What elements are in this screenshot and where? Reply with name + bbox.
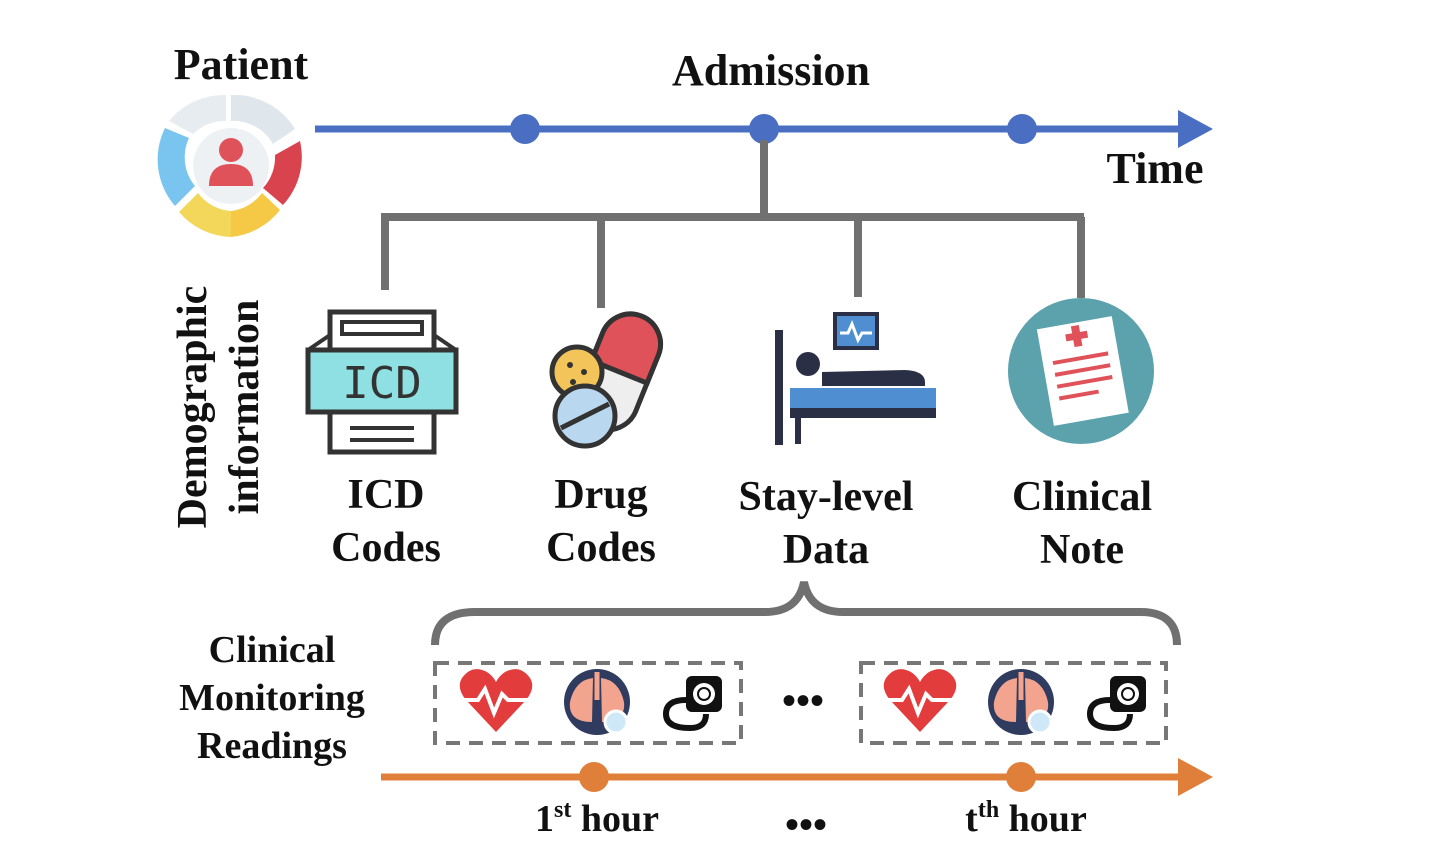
tree-connector	[381, 140, 1085, 308]
heart-rate-icon	[459, 669, 533, 732]
pills-icon	[549, 311, 663, 449]
reading-group-t-hour	[859, 661, 1168, 745]
stay-level-label-line1: Stay-level	[739, 474, 914, 520]
blood-pressure-icon	[1086, 676, 1146, 732]
clinical-note-icon	[1008, 298, 1154, 444]
timeline-point-admission	[749, 114, 779, 144]
heart-rate-icon	[883, 669, 957, 732]
hospital-bed-icon	[775, 312, 936, 445]
patient-label: Patient	[174, 40, 309, 89]
t-hour-label: tth hour	[965, 797, 1087, 840]
blood-pressure-icon	[662, 676, 722, 732]
t-hour-superscript: th	[978, 797, 999, 823]
timeline-point-1	[510, 114, 540, 144]
lungs-icon	[988, 669, 1054, 735]
timeline-point-3	[1007, 114, 1037, 144]
admission-timeline	[315, 110, 1213, 148]
hour-point-first	[579, 762, 609, 792]
icd-icon-text: ICD	[342, 358, 421, 409]
reading-group-first-hour	[433, 661, 743, 745]
curly-brace	[431, 581, 1181, 646]
icd-label-line2: Codes	[331, 525, 441, 571]
drug-label-line2: Codes	[546, 525, 656, 571]
t-hour-number: t	[965, 798, 978, 840]
readings-ellipsis: •••	[782, 678, 824, 723]
icd-label-line1: ICD	[347, 472, 424, 518]
admission-label: Admission	[672, 46, 870, 95]
icd-document-icon: ICD	[305, 309, 459, 455]
hour-axis	[381, 758, 1213, 796]
first-hour-word: hour	[571, 798, 659, 840]
monitoring-label-line1: Clinical	[209, 629, 336, 671]
demographic-label-line2: information	[222, 300, 268, 515]
stay-level-label-line2: Data	[783, 527, 869, 573]
t-hour-word: hour	[999, 798, 1087, 840]
clinical-note-label-line1: Clinical	[1012, 474, 1152, 520]
clinical-note-label-line2: Note	[1040, 527, 1124, 573]
first-hour-label: 1st hour	[535, 797, 659, 840]
time-label: Time	[1107, 144, 1204, 193]
first-hour-number: 1	[535, 798, 554, 840]
hour-ellipsis: •••	[785, 802, 827, 847]
hour-point-t	[1006, 762, 1036, 792]
drug-label-line1: Drug	[554, 472, 647, 518]
patient-icon	[157, 94, 302, 237]
monitoring-label-line2: Monitoring	[179, 677, 365, 719]
demographic-label-line1: Demographic	[170, 286, 216, 529]
monitoring-label-line3: Readings	[197, 725, 347, 767]
first-hour-superscript: st	[554, 797, 571, 823]
lungs-icon	[564, 669, 630, 735]
